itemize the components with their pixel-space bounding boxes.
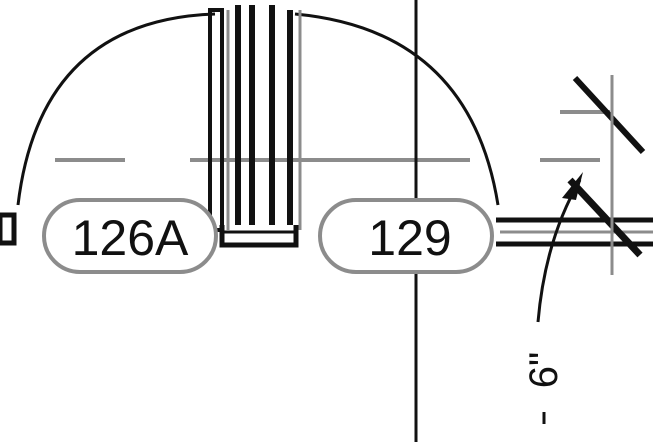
door-leaves	[208, 5, 302, 248]
door-tag-126a: 126A	[42, 198, 218, 274]
dashed-header-line	[55, 110, 610, 162]
wall-stub-left	[0, 212, 17, 246]
door-swing-arc-left	[16, 12, 216, 206]
door-swing-arc-right	[294, 12, 500, 206]
arrowhead-icon	[562, 172, 583, 200]
door-tag-label: 129	[368, 210, 451, 266]
dimension-label: 6"	[522, 352, 566, 388]
break-marks	[567, 75, 646, 275]
door-tag-129: 129	[318, 198, 494, 274]
dimension-leader	[536, 172, 583, 424]
door-tag-label: 126A	[72, 210, 189, 266]
